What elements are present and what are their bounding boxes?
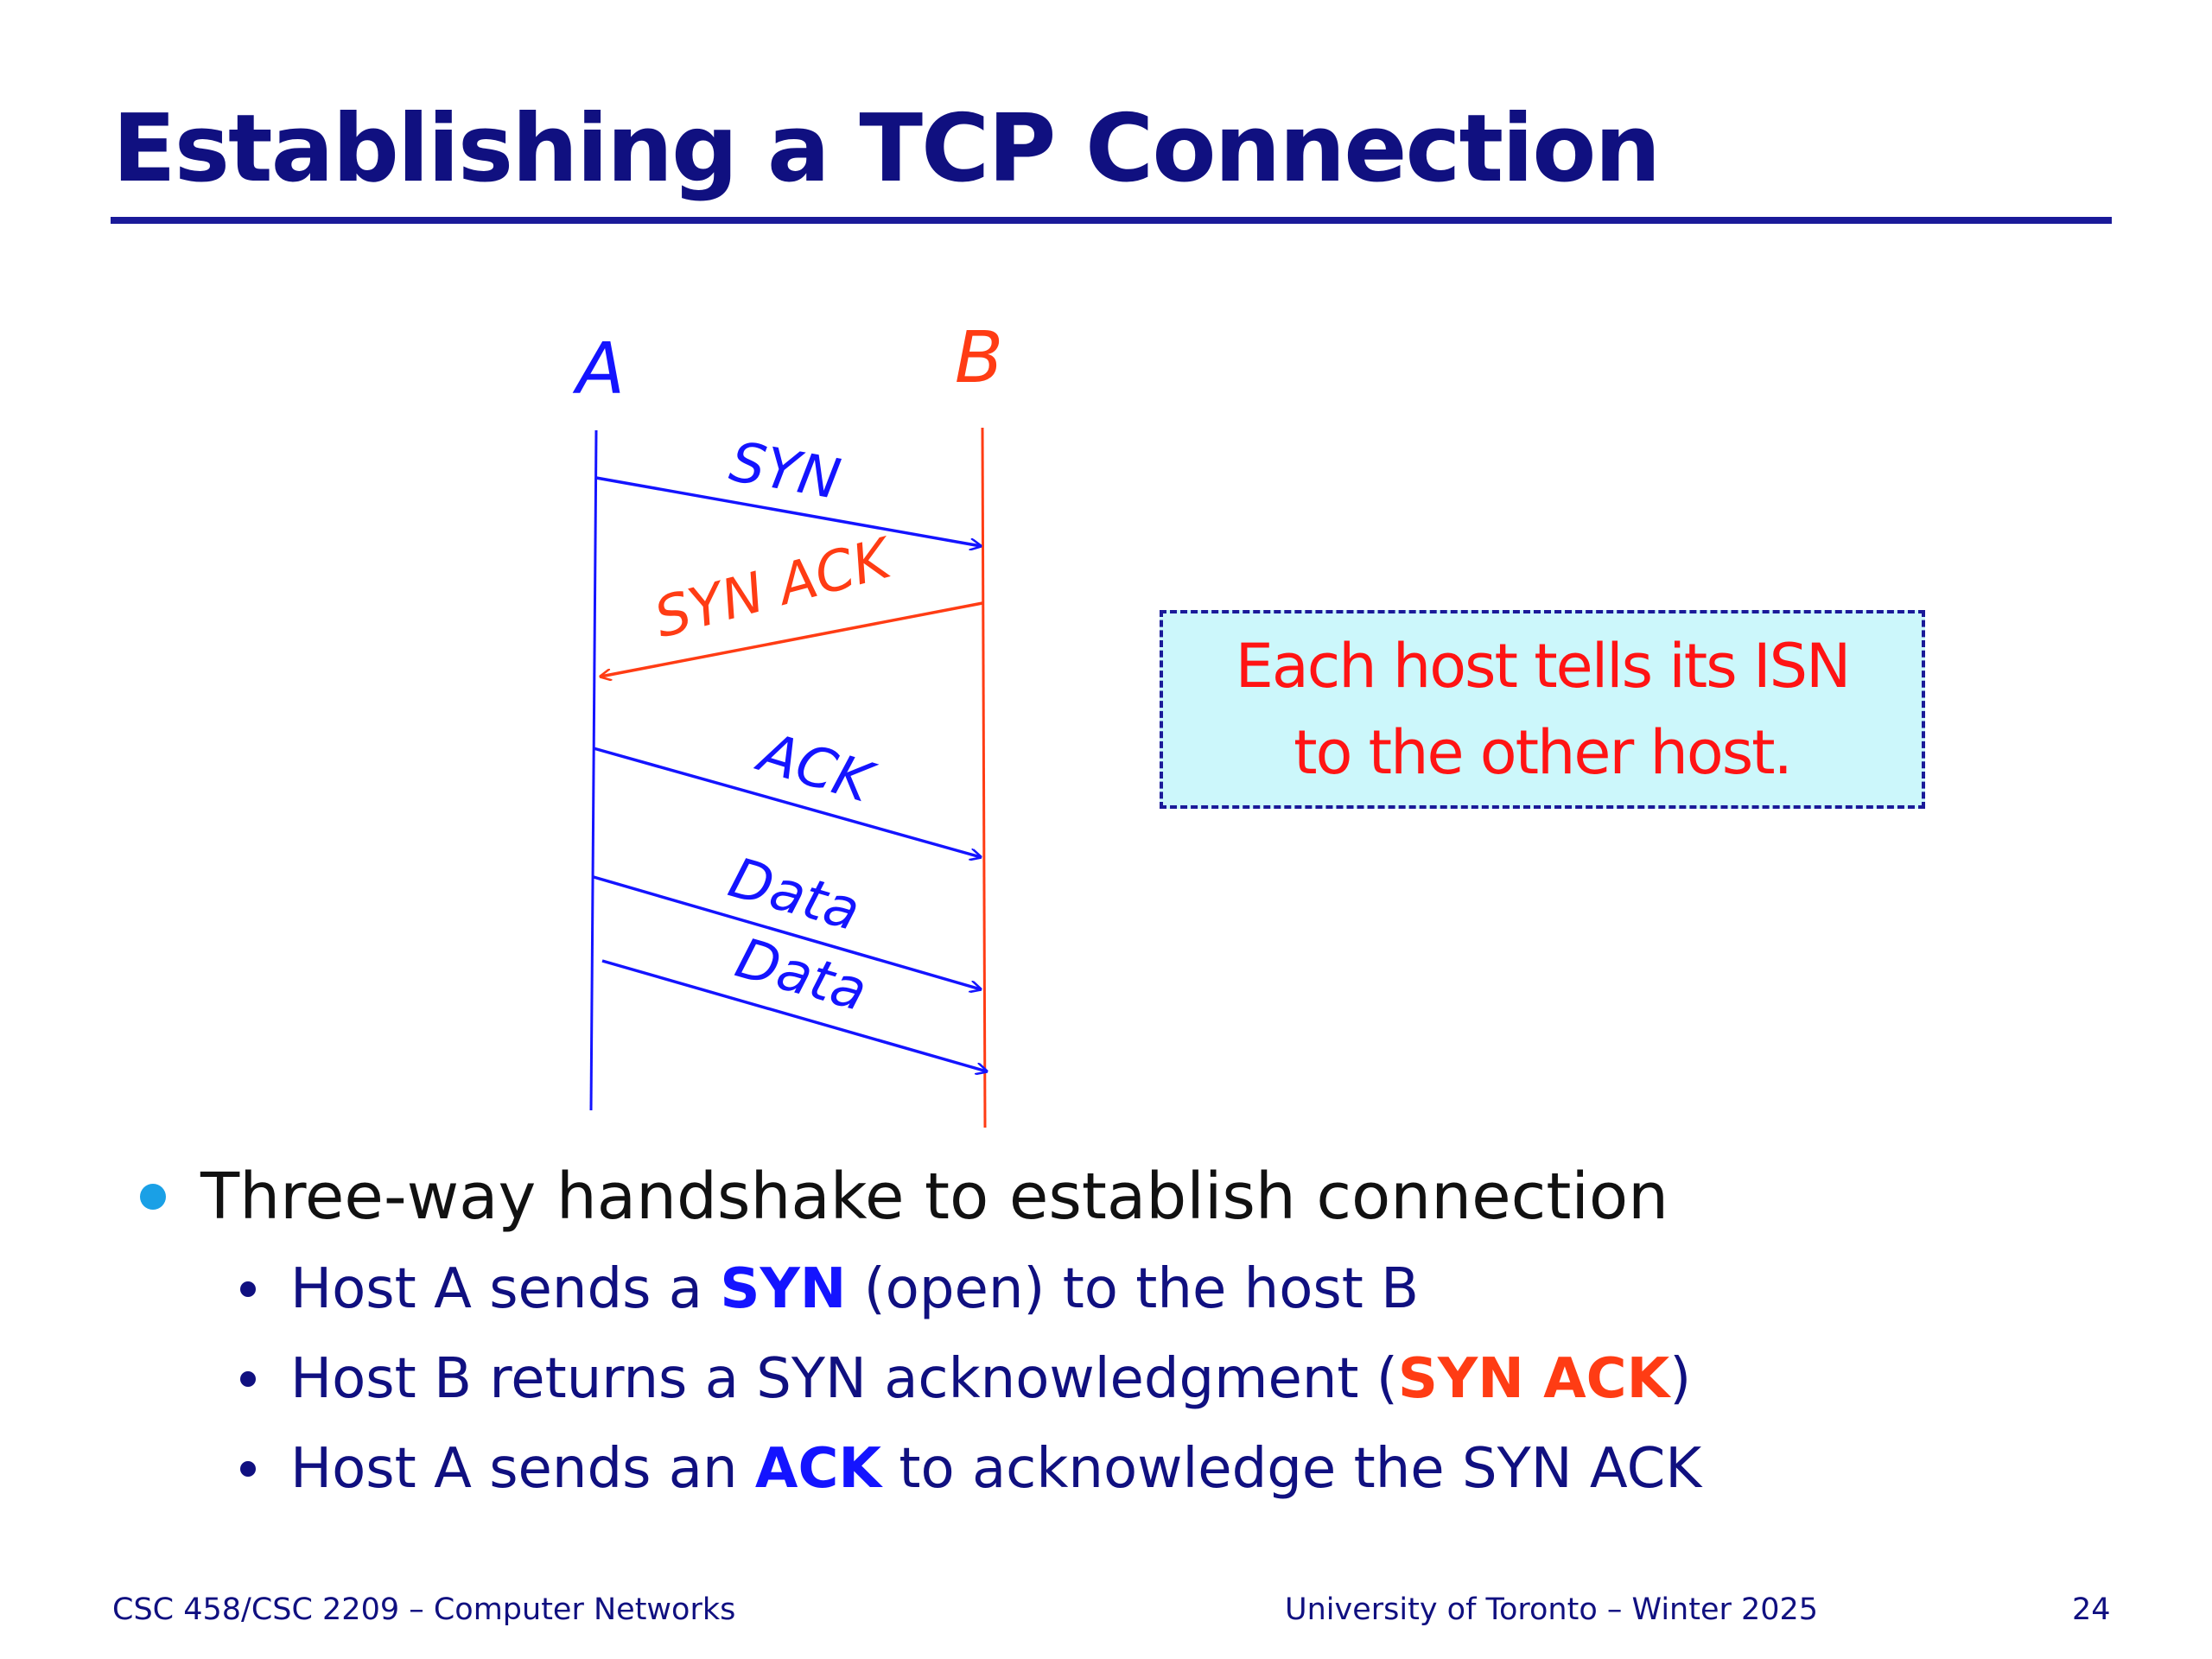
syn-arrow — [595, 476, 981, 546]
bullet-dot — [140, 1184, 166, 1210]
bullet-list: Three-way handshake to establish connect… — [138, 1149, 1701, 1514]
slide-title: Establishing a TCP Connection — [112, 95, 1661, 203]
isn-callout: Each host tells its ISN to the other hos… — [1160, 610, 1925, 809]
sub-bullet-2-keyword: SYN ACK — [1397, 1347, 1670, 1411]
ack-label: ACK — [748, 720, 882, 817]
host-a-timeline — [589, 429, 598, 1111]
syn-ack-label: SYN ACK — [648, 526, 901, 652]
bullet-main-text: Three-way handshake to establish connect… — [200, 1160, 1669, 1234]
sub-bullet-2-pre: Host B returns a SYN acknowledgment ( — [290, 1347, 1398, 1411]
sub-bullet-2-post: ) — [1669, 1347, 1692, 1411]
sub-bullet-ack: Host A sends an ACK to acknowledge the S… — [138, 1424, 1701, 1514]
sub-bullet-3-post: to acknowledge the SYN ACK — [881, 1437, 1702, 1501]
title-underline — [111, 217, 2112, 224]
isn-callout-line-1: Each host tells its ISN — [1235, 631, 1852, 702]
sub-bullet-3-keyword: ACK — [754, 1437, 881, 1501]
sub-bullet-3-pre: Host A sends an — [290, 1437, 755, 1501]
sub-bullet-1-keyword: SYN — [720, 1257, 847, 1321]
syn-ack-arrow — [601, 601, 983, 677]
footer-course: CSC 458/CSC 2209 – Computer Networks — [112, 1592, 736, 1627]
ack-arrow — [593, 747, 981, 857]
sub-bullet-dot — [240, 1281, 256, 1297]
footer-page-number: 24 — [2072, 1592, 2111, 1627]
host-a-label: A — [572, 328, 625, 410]
sub-bullet-dot — [240, 1371, 256, 1387]
data-arrow-1 — [593, 875, 981, 989]
syn-label: SYN — [725, 430, 845, 512]
sub-bullet-dot — [240, 1461, 256, 1477]
sub-bullet-syn-ack: Host B returns a SYN acknowledgment (SYN… — [138, 1334, 1701, 1424]
isn-callout-line-2: to the other host. — [1294, 717, 1793, 788]
sub-bullet-1-post: (open) to the host B — [846, 1257, 1420, 1321]
bullet-main: Three-way handshake to establish connect… — [138, 1149, 1701, 1244]
footer-institution: University of Toronto – Winter 2025 — [1285, 1592, 1819, 1627]
data-label-2: Data — [729, 926, 874, 1024]
sub-bullet-1-pre: Host A sends a — [290, 1257, 721, 1321]
data-label-1: Data — [722, 846, 867, 944]
host-b-timeline — [981, 427, 987, 1128]
data-arrow-2 — [601, 959, 987, 1071]
host-b-label: B — [955, 317, 1003, 399]
sub-bullet-syn: Host A sends a SYN (open) to the host B — [138, 1244, 1701, 1334]
